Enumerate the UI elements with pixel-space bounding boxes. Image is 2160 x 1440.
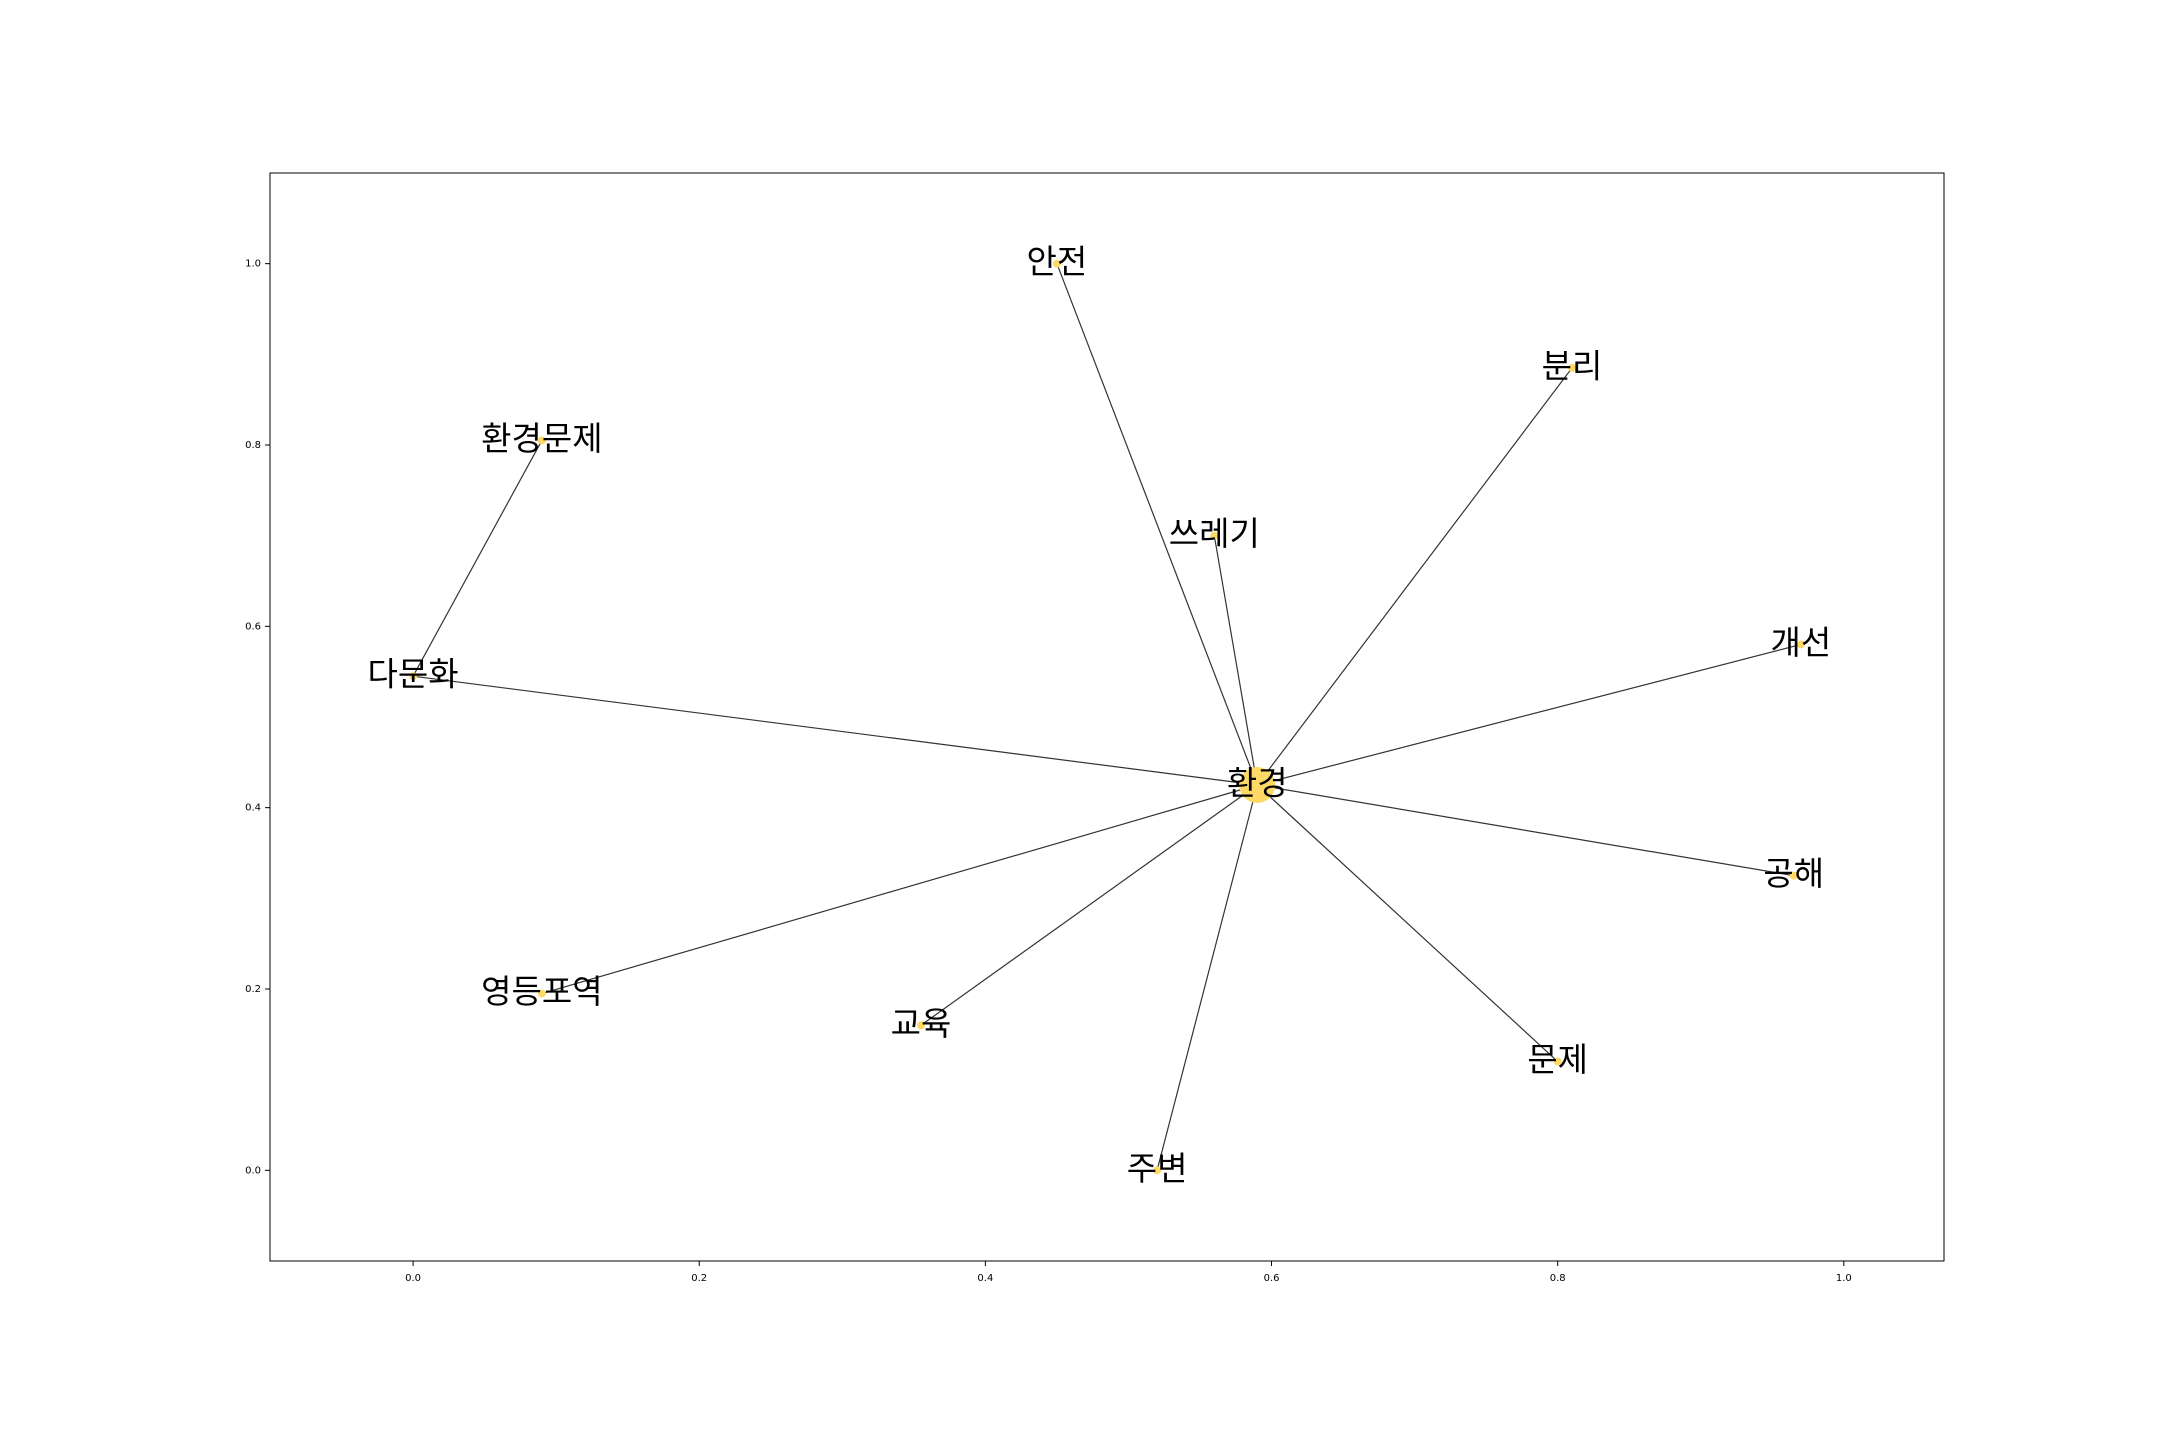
plot-frame: [269, 172, 1945, 1262]
x-tick-label-1: 0.2: [691, 1273, 707, 1284]
x-tick-label-5: 1.0: [1836, 1273, 1852, 1284]
node-label-0: 환경: [1227, 764, 1288, 803]
edge-4: [1257, 643, 1802, 786]
edge-3: [413, 675, 1258, 786]
node-label-5: 다문화: [368, 655, 459, 694]
edge-0: [1056, 263, 1258, 786]
node-label-4: 환경문제: [481, 419, 602, 458]
y-tick-label-5: 1.0: [245, 259, 261, 270]
edge-1: [1256, 367, 1573, 786]
y-tick-label-1: 0.2: [245, 984, 261, 995]
node-9: [917, 1021, 925, 1030]
node-1: [1052, 259, 1061, 268]
x-tick-label-0: 0.0: [405, 1273, 421, 1284]
y-tick-label-3: 0.6: [245, 621, 261, 632]
x-tick-label-2: 0.4: [977, 1273, 993, 1284]
node-label-7: 공해: [1763, 854, 1824, 893]
node-10: [1553, 1057, 1562, 1066]
node-label-8: 영등포역: [481, 972, 602, 1011]
node-label-3: 쓰레기: [1169, 514, 1260, 553]
node-0: [1239, 767, 1276, 803]
node-11: [1153, 1166, 1162, 1175]
node-4: [537, 436, 546, 445]
node-6: [1796, 640, 1805, 649]
nodes-layer: [409, 259, 1805, 1175]
x-tick-label-3: 0.6: [1264, 1273, 1280, 1284]
node-3: [1210, 531, 1219, 540]
edge-8: [1256, 784, 1559, 1062]
y-tick-label-4: 0.8: [245, 440, 261, 451]
node-label-11: 주변: [1127, 1149, 1188, 1188]
edge-10: [412, 440, 543, 677]
node-label-10: 문제: [1527, 1040, 1588, 1079]
node-label-6: 개선: [1771, 623, 1832, 662]
node-2: [1568, 363, 1576, 372]
edge-9: [1156, 784, 1258, 1171]
node-8: [537, 989, 546, 998]
node-7: [1789, 871, 1798, 880]
node-label-1: 안전: [1027, 242, 1088, 281]
x-axis: 0.0 0.2 0.4 0.6 0.8 1.0: [405, 1261, 1852, 1284]
node-5: [409, 672, 418, 681]
edge-6: [541, 784, 1258, 995]
edge-7: [920, 784, 1258, 1026]
y-axis: 0.0 0.2 0.4 0.6 0.8 1.0: [245, 259, 270, 1176]
edge-2: [1213, 535, 1258, 786]
x-tick-label-4: 0.8: [1550, 1273, 1566, 1284]
edge-5: [1257, 784, 1794, 877]
edges-layer: [412, 263, 1802, 1171]
node-label-9: 교육: [891, 1004, 952, 1043]
node-label-2: 분리: [1542, 346, 1603, 385]
y-tick-label-0: 0.0: [245, 1165, 261, 1176]
y-tick-label-2: 0.4: [245, 803, 261, 814]
